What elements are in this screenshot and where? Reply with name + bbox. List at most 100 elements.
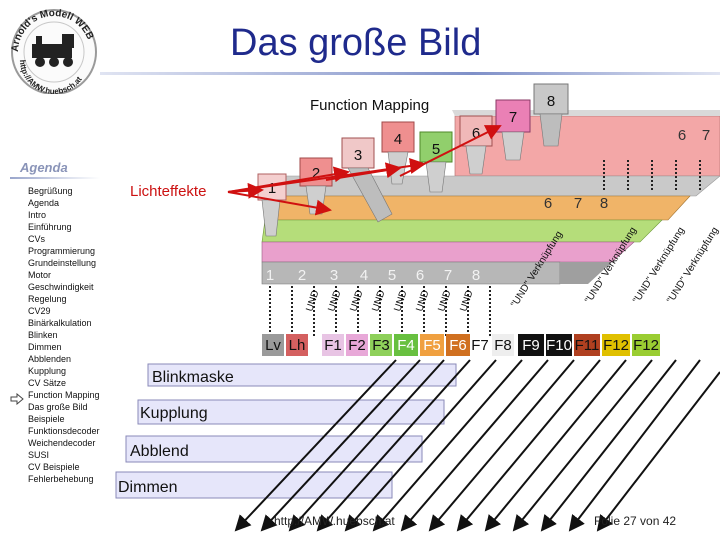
row-orange: [264, 195, 691, 221]
pillar-7: [495, 99, 531, 161]
agenda-item[interactable]: Motor: [28, 270, 52, 280]
lichteffekte-label: Lichteffekte: [130, 183, 206, 200]
pillar-number: 2: [312, 165, 320, 182]
current-item-arrow-icon: [10, 393, 24, 405]
pillar-6: [459, 115, 493, 175]
front-number: 5: [388, 267, 396, 284]
logo-badge: Arnold's Modell WEB http://AMW.huebsch.a…: [10, 8, 97, 94]
front-number: 6: [416, 267, 424, 284]
agenda-item[interactable]: Kupplung: [28, 366, 67, 376]
pillar-number: 8: [547, 93, 555, 110]
function-key: F12: [603, 337, 629, 354]
und-label: UND: [370, 289, 387, 313]
und-label: UND: [458, 289, 475, 313]
bar-label: Abblend: [130, 443, 189, 460]
row-green: [261, 219, 663, 243]
function-key-row: [262, 334, 660, 356]
agenda-item[interactable]: Funktionsdecoder: [28, 426, 100, 436]
agenda-item[interactable]: Geschwindigkeit: [28, 282, 94, 292]
pillar-number: 7: [509, 109, 517, 126]
front-number: 1: [266, 267, 274, 284]
function-key: F11: [575, 337, 600, 354]
pillar-number: 6: [472, 125, 480, 142]
back-slab: [454, 115, 720, 177]
row-pink: [261, 241, 635, 263]
agenda-list: Begrüßung Agenda Intro Einführung CVs Pr…: [28, 185, 100, 485]
function-key: F10: [546, 337, 572, 354]
function-key: F7: [471, 337, 489, 354]
pillar-number: 4: [394, 131, 402, 148]
agenda-item[interactable]: Weichendecoder: [28, 438, 96, 448]
agenda-item[interactable]: Agenda: [28, 198, 60, 208]
bar-kupplung: [137, 399, 445, 425]
agenda-heading: Agenda: [20, 160, 68, 175]
agenda-item[interactable]: Einführung: [28, 222, 72, 232]
agenda-item[interactable]: CV Sätze: [28, 378, 67, 388]
function-key: F5: [423, 337, 441, 354]
und-label: UND: [326, 289, 343, 313]
agenda-item[interactable]: CVs: [28, 234, 46, 244]
agenda-item[interactable]: CV Beispiele: [28, 462, 80, 472]
agenda-item[interactable]: Abblenden: [28, 354, 72, 364]
front-number: 3: [330, 267, 338, 284]
function-key: Lv: [265, 337, 281, 354]
row-number: 6: [544, 195, 552, 212]
front-number: 4: [360, 267, 368, 284]
function-key: F9: [522, 337, 540, 354]
agenda-item[interactable]: Regelung: [28, 294, 67, 304]
function-key: F4: [397, 337, 415, 354]
bar-label: Kupplung: [140, 405, 208, 422]
bar-label: Dimmen: [118, 479, 178, 496]
agenda-item[interactable]: Intro: [28, 210, 47, 220]
agenda-item[interactable]: Begrüßung: [28, 186, 73, 196]
und-label: UND: [392, 289, 409, 313]
pillar-3: [341, 137, 393, 223]
agenda-item[interactable]: CV29: [28, 306, 51, 316]
back-slab-top: [452, 110, 720, 116]
function-key: F1: [324, 337, 342, 354]
pillar-8: [533, 83, 569, 147]
page-title: Das große Bild: [230, 22, 482, 64]
agenda-item-current[interactable]: Function Mapping: [28, 390, 100, 400]
agenda-item[interactable]: Programmierung: [28, 246, 96, 256]
agenda-item[interactable]: Beispiele: [28, 414, 65, 424]
function-mapping-label: Function Mapping: [310, 97, 429, 114]
agenda-divider: [10, 177, 100, 179]
back-number: 6: [678, 127, 686, 144]
slide-counter: Folie 27 von 42: [594, 514, 677, 528]
agenda-item[interactable]: Binärkalkulation: [28, 318, 92, 328]
und-label: UND: [436, 289, 453, 313]
function-key: F2: [348, 337, 366, 354]
row-number: 8: [600, 195, 608, 212]
pillar-number: 1: [268, 180, 276, 197]
pillar-number: 3: [354, 147, 362, 164]
front-number: 7: [444, 267, 452, 284]
agenda-item[interactable]: Dimmen: [28, 342, 62, 352]
function-key: Lh: [289, 337, 306, 354]
function-key: F3: [372, 337, 390, 354]
agenda-item[interactable]: SUSI: [28, 450, 50, 460]
pillar-4: [381, 121, 415, 185]
function-key-extra: F12: [633, 337, 659, 354]
row-front: [261, 261, 561, 285]
row-front-side: [560, 262, 612, 284]
title-divider: [100, 72, 720, 75]
footer-url[interactable]: http://AMW.huebsch.at: [274, 514, 395, 528]
row-number: 7: [574, 195, 582, 212]
bar-dimmen: [115, 471, 393, 499]
und-label: UND: [414, 289, 431, 313]
function-key: F8: [494, 337, 512, 354]
front-number: 8: [472, 267, 480, 284]
function-key: F6: [449, 337, 467, 354]
bar-label: Blinkmaske: [152, 369, 234, 386]
agenda-item[interactable]: Fehlerbehebung: [28, 474, 94, 484]
und-label: UND: [348, 289, 365, 313]
agenda-item[interactable]: Blinken: [28, 330, 58, 340]
bar-abblend: [125, 435, 423, 463]
agenda-item[interactable]: Das große Bild: [28, 402, 88, 412]
back-number: 7: [702, 127, 710, 144]
front-number: 2: [298, 267, 306, 284]
agenda-item[interactable]: Grundeinstellung: [28, 258, 97, 268]
und-label: UND: [304, 289, 321, 313]
